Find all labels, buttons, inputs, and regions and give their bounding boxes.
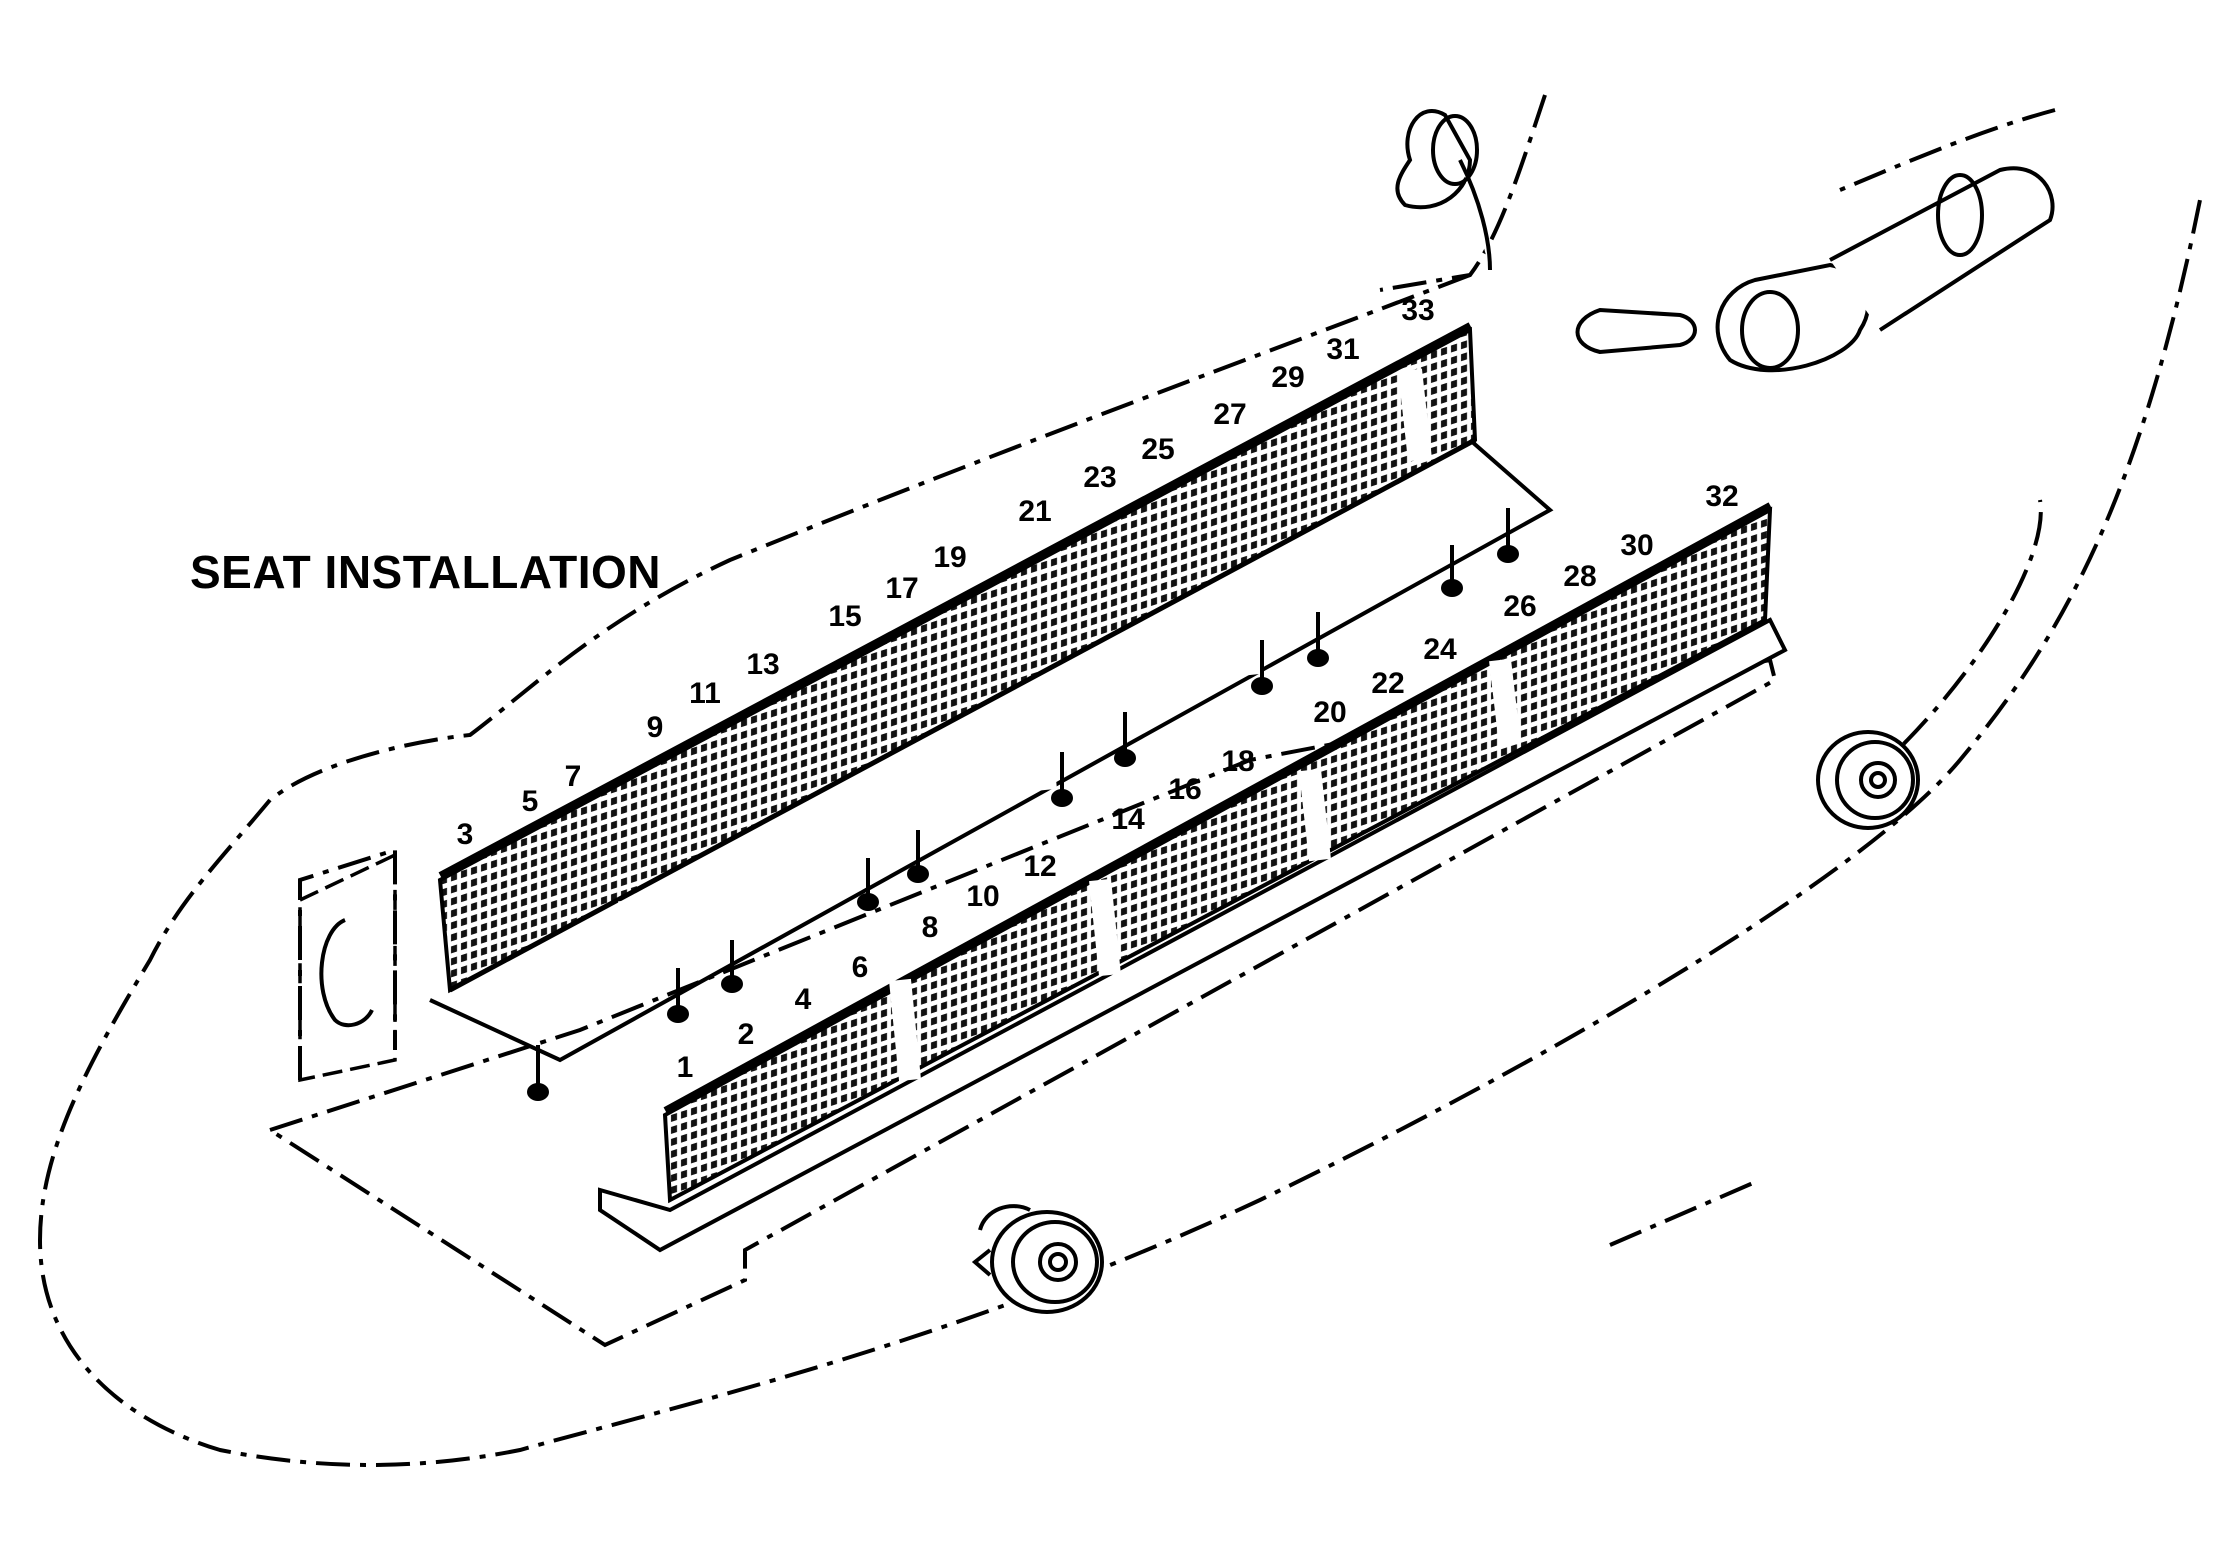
seat-number-label: 19 <box>933 541 967 574</box>
seat-number-label: 26 <box>1503 590 1537 623</box>
seat-number-label: 12 <box>1023 850 1057 883</box>
seat-number-label: 22 <box>1371 667 1405 700</box>
seat-number-label: 29 <box>1271 361 1305 394</box>
landing-gear <box>971 730 1920 1314</box>
cabin-floor <box>265 657 1778 1348</box>
seat-number-label: 11 <box>689 677 721 710</box>
seat-number-label: 17 <box>885 572 919 605</box>
seat-number-label: 30 <box>1620 529 1654 562</box>
seat-number-label: 14 <box>1111 803 1145 836</box>
seat-number-label: 24 <box>1423 633 1457 666</box>
front-seat-row <box>598 502 1788 1253</box>
seat-number-label: 13 <box>746 648 780 681</box>
seat-number-label: 31 <box>1326 333 1360 366</box>
seat-number-label: 16 <box>1168 773 1202 806</box>
fuselage-outline <box>37 94 2202 1467</box>
seat-number-label: 32 <box>1705 480 1739 513</box>
engine-pods <box>1395 109 2055 373</box>
seat-number-label: 18 <box>1221 745 1255 778</box>
seat-number-label: 25 <box>1141 433 1175 466</box>
seat-number-label: 33 <box>1401 294 1435 327</box>
seat-number-label: 6 <box>851 951 869 984</box>
seat-number-label: 10 <box>966 880 1000 913</box>
seat-number-label: 9 <box>646 711 664 744</box>
seat-number-label: 23 <box>1083 461 1117 494</box>
seat-number-label: 1 <box>676 1051 694 1084</box>
diagram-title: SEAT INSTALLATION <box>190 546 662 598</box>
seat-number-label: 4 <box>794 983 812 1016</box>
seat-number-label: 5 <box>521 785 539 818</box>
seat-number-label: 27 <box>1213 398 1247 431</box>
seat-number-label: 7 <box>564 760 582 793</box>
seat-number-label: 3 <box>456 818 474 851</box>
rear-seat-row <box>429 322 1554 1063</box>
seat-number-label: 2 <box>737 1018 755 1051</box>
seat-number-label: 15 <box>828 600 862 633</box>
side-door <box>298 852 397 1083</box>
seat-number-label: 8 <box>921 911 939 944</box>
seat-number-label: 21 <box>1018 495 1052 528</box>
floor-posts <box>527 508 1519 1101</box>
seat-number-label: 28 <box>1563 560 1597 593</box>
seat-number-label: 20 <box>1313 696 1347 729</box>
